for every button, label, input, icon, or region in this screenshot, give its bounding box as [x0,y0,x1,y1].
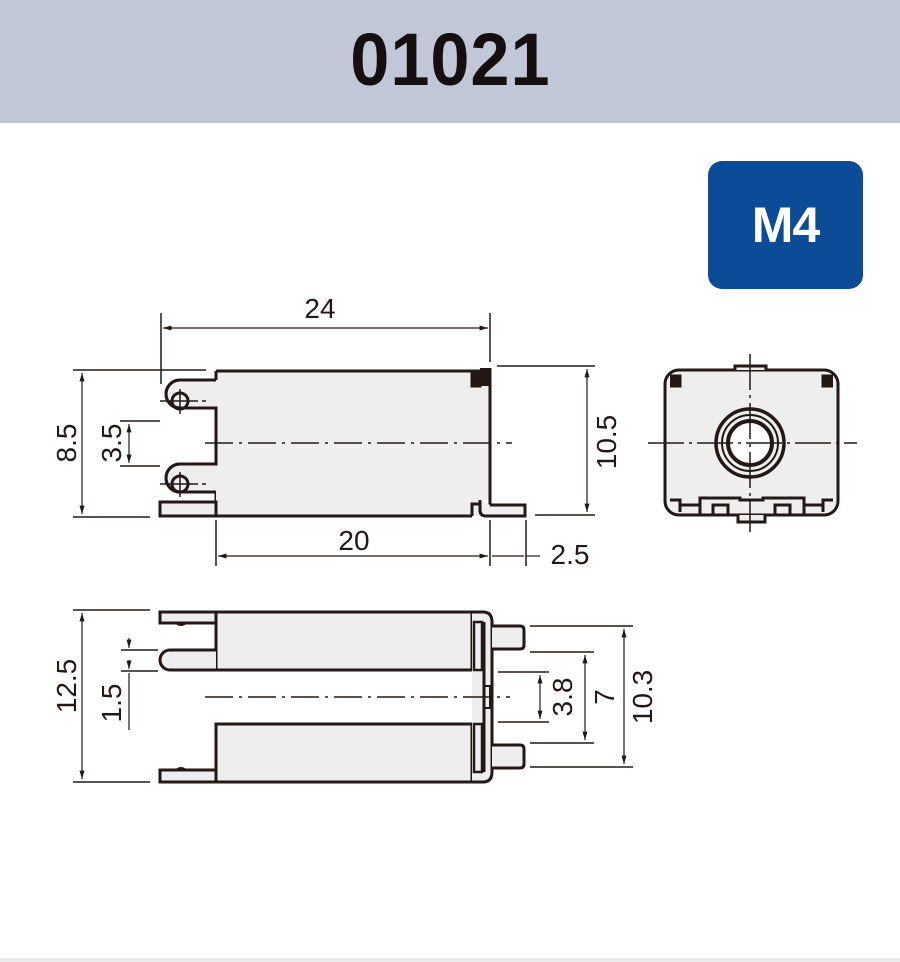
front-view [73,313,595,566]
dim-body-length: 20 [338,525,369,556]
size-badge-label: M4 [751,197,820,253]
dim-pin-outer: 10.3 [627,670,658,725]
dim-tab-length: 2.5 [551,539,590,570]
dim-slot-gap: 1.5 [96,684,127,723]
size-badge: M4 [708,161,863,289]
dim-overall-height: 12.5 [51,659,82,714]
header-bar: 01021 [0,0,900,123]
dim-slot-width: 3.5 [96,424,127,463]
dim-overall-length: 24 [304,293,335,324]
end-view [648,354,857,532]
dim-inner-gap: 3.8 [547,678,578,717]
side-view [73,609,633,784]
dim-pin-inner: 7 [589,689,620,705]
part-number-title: 01021 [349,18,551,101]
dim-outer-height: 8.5 [51,424,82,463]
footer-divider [0,958,900,962]
dim-right-height: 10.5 [591,415,622,470]
